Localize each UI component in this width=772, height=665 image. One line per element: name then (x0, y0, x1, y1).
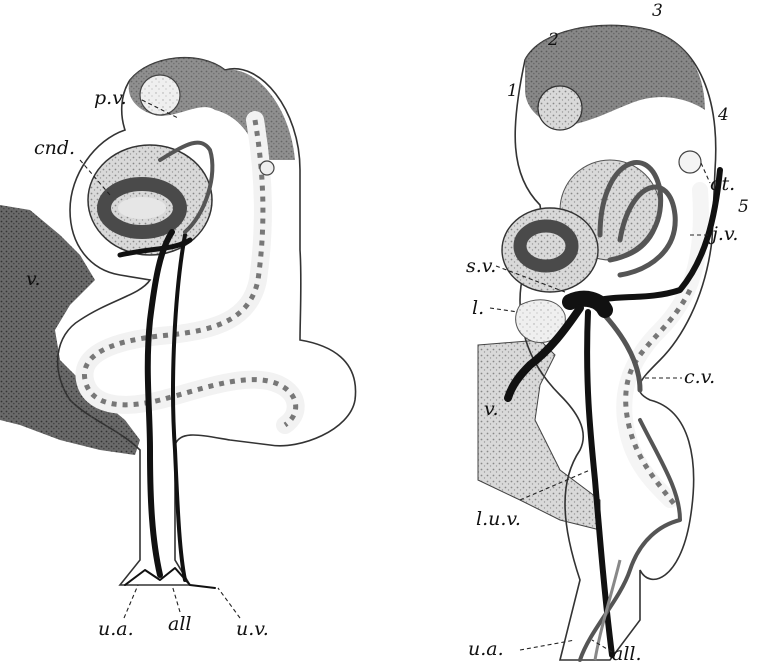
label-pv: p.v. (94, 87, 127, 109)
left-eye-vesicle (140, 75, 180, 115)
label-ot: ot. (710, 173, 735, 195)
left-otic-vesicle (260, 161, 274, 175)
left-heart-lumen (118, 197, 166, 219)
label-uv-left: u.v. (236, 618, 269, 640)
number-3: 3 (652, 1, 663, 21)
label-v-left: v. (26, 268, 41, 290)
label-l: l. (472, 297, 484, 319)
label-all-right: all. (612, 643, 642, 665)
right-otic-vesicle (679, 151, 701, 173)
number-1: 1 (507, 81, 518, 101)
number-4: 4 (717, 105, 729, 125)
label-ua-right: u.a. (468, 638, 504, 660)
label-sv: s.v. (466, 255, 496, 277)
label-cv: c.v. (684, 366, 715, 388)
number-5: 5 (738, 197, 749, 217)
label-jv: j.v. (708, 223, 738, 245)
label-ua-left: u.a. (98, 618, 134, 640)
label-end: cnd. (34, 137, 75, 159)
right-eye-vesicle (538, 86, 582, 130)
label-v-right: v. (484, 398, 499, 420)
right-embryo (478, 25, 720, 660)
label-luv: l.u.v. (476, 508, 521, 530)
label-all-left: all (168, 613, 191, 635)
number-2: 2 (547, 30, 559, 50)
